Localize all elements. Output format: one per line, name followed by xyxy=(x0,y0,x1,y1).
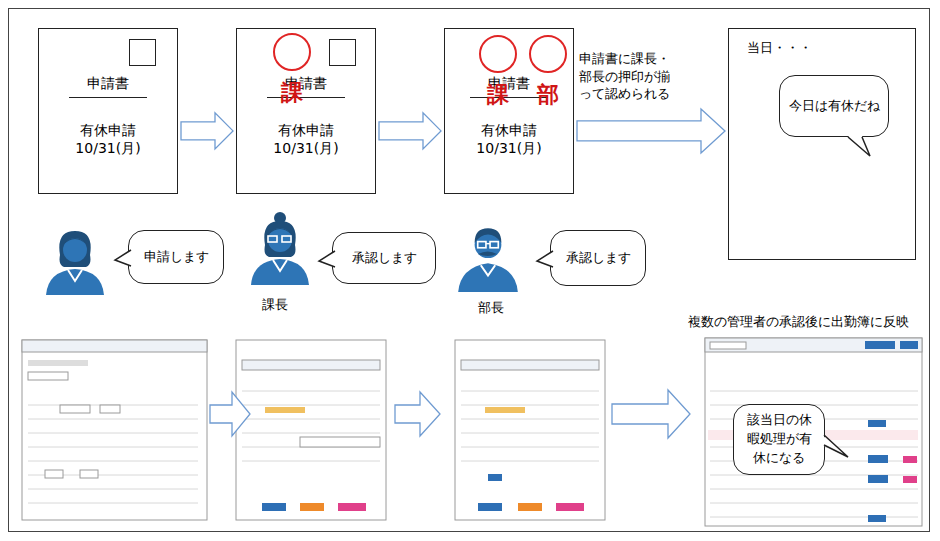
node-title: 課 xyxy=(481,83,515,105)
speech-bubble: 該当日の休暇処理が有休になる xyxy=(733,404,825,475)
block-arrow xyxy=(181,113,233,149)
node-title: 申請します xyxy=(144,248,209,267)
approval-stamp: 部 xyxy=(529,35,567,73)
screen-thumbnail xyxy=(22,340,207,520)
node-body: 有休申請 10/31(月) xyxy=(67,121,149,157)
node-title: 申請書 xyxy=(237,75,375,93)
node-title: 承認します xyxy=(352,249,417,268)
bubble-tail xyxy=(317,247,347,277)
request-form: 申請書有休申請 10/31(月)課部 xyxy=(444,28,574,194)
block-arrow xyxy=(379,113,441,149)
node-title: 今日は有休だね xyxy=(789,97,880,116)
flow-arrow xyxy=(210,390,690,438)
node-title: 申請書 xyxy=(39,75,177,93)
empty-stamp-box xyxy=(129,39,156,66)
caption-label: 部長 xyxy=(478,299,504,317)
node-body: 有休申請 10/31(月) xyxy=(265,121,347,157)
caption-label: 課長 xyxy=(262,296,288,314)
applicant-icon xyxy=(46,231,104,295)
caption-label: 複数の管理者の承認後に出勤簿に反映 xyxy=(688,313,909,331)
approval-stamp: 課 xyxy=(273,33,311,71)
speech-bubble: 承認します xyxy=(550,230,646,286)
node-title: 課 xyxy=(275,81,309,103)
bubble-tail xyxy=(113,246,143,276)
approval-stamp: 課 xyxy=(479,35,517,73)
manager-icon xyxy=(458,228,518,292)
screen-thumbnail xyxy=(455,340,605,520)
empty-stamp-box xyxy=(329,39,356,66)
speech-bubble: 申請します xyxy=(128,230,224,284)
section-chief-icon xyxy=(251,212,309,285)
node-title: 承認します xyxy=(566,249,631,268)
scene-box: 当日・・・今日は有休だね xyxy=(728,28,916,260)
request-form: 申請書有休申請 10/31(月) 課 xyxy=(236,28,376,194)
bubble-tail xyxy=(846,134,876,164)
node-title: 当日・・・ xyxy=(747,39,812,57)
request-form: 申請書有休申請 10/31(月) xyxy=(38,28,178,194)
node-title: 部 xyxy=(531,83,565,105)
bubble-tail xyxy=(535,247,565,277)
bubble-tail xyxy=(820,433,850,463)
attendance-screen xyxy=(705,338,922,526)
underline xyxy=(69,97,147,98)
speech-bubble: 今日は有休だね xyxy=(779,75,889,137)
screen-thumbnail xyxy=(236,340,386,520)
edge-label: 申請書に課長・部長の押印が揃って認められる xyxy=(579,50,675,103)
block-arrow xyxy=(577,109,725,153)
node-title: 該当日の休暇処理が有休になる xyxy=(742,411,816,468)
underline xyxy=(267,97,345,98)
node-body: 有休申請 10/31(月) xyxy=(468,121,550,157)
speech-bubble: 承認します xyxy=(332,232,436,284)
